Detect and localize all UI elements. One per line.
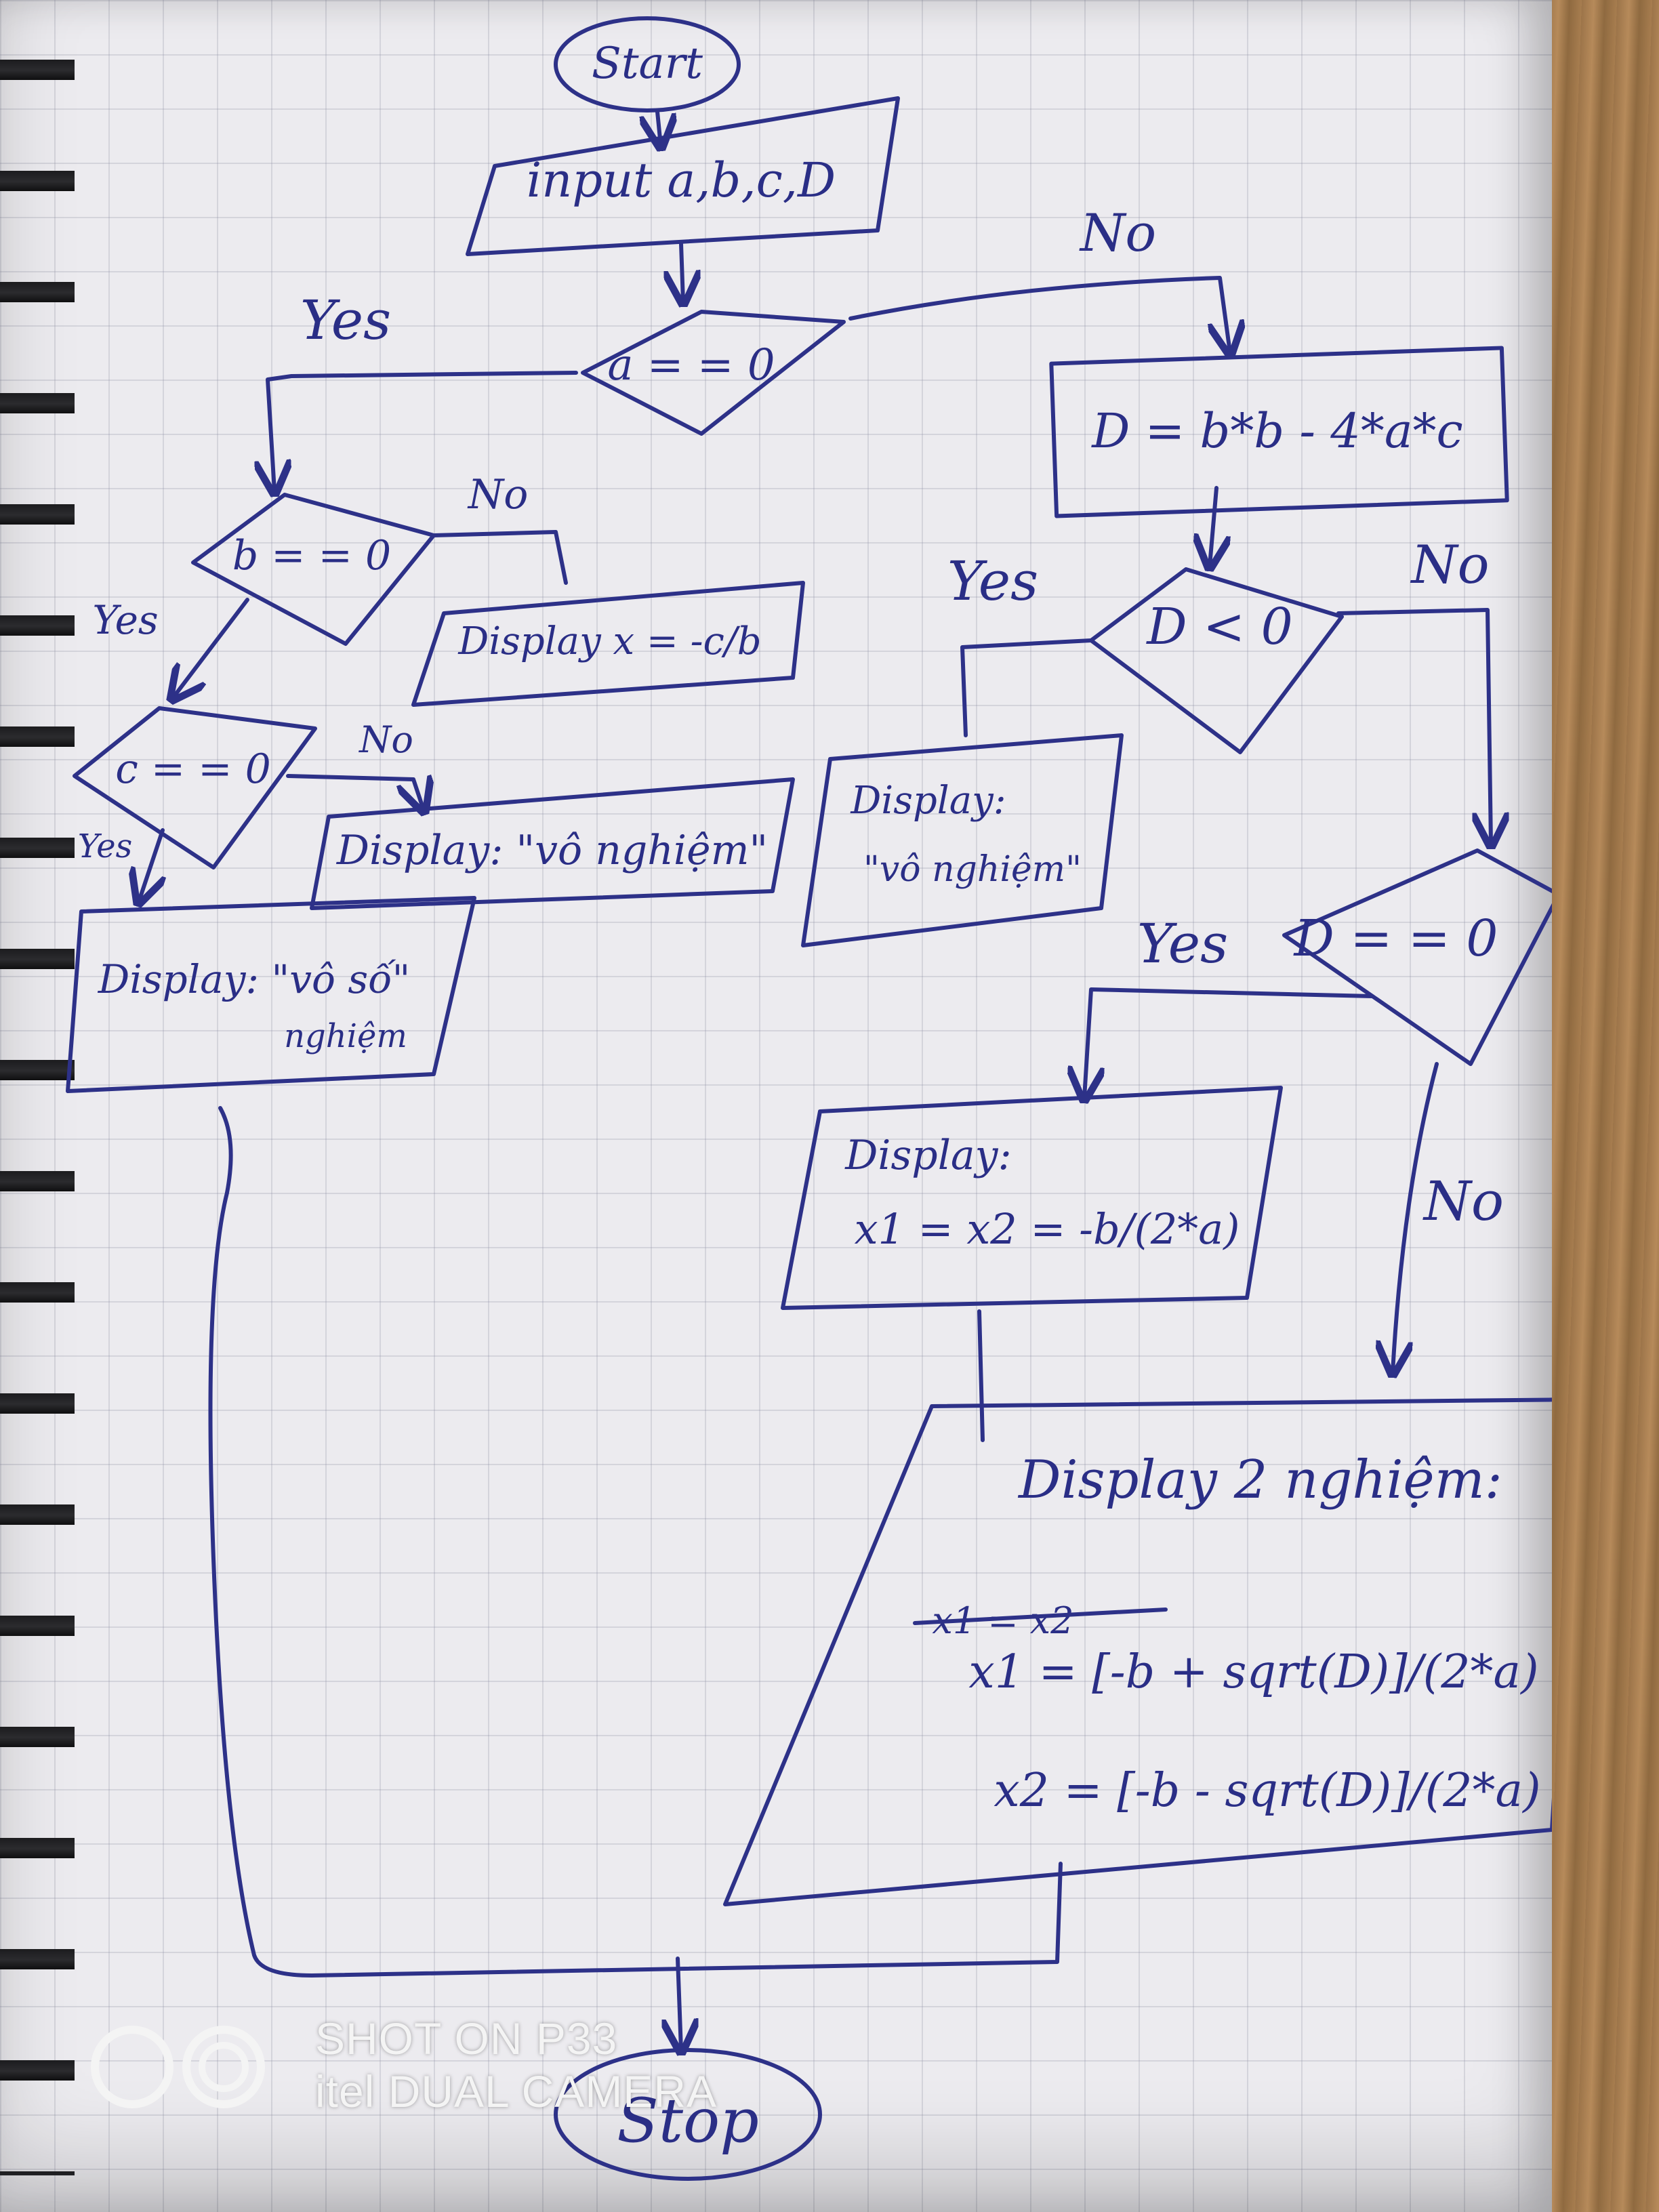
display-double-line1: Display: bbox=[844, 1132, 1012, 1179]
line-double-to-two bbox=[977, 1309, 985, 1442]
watermark-line2: itel DUAL CAMERA bbox=[315, 2066, 718, 2116]
display-vo-nghiem-right bbox=[801, 733, 1124, 947]
start-terminal bbox=[554, 16, 741, 112]
stop-label: Stop bbox=[617, 2085, 759, 2156]
display-x-label: Display x = -c/b bbox=[457, 619, 761, 663]
line-dneg-no bbox=[1336, 608, 1491, 844]
spiral-binding bbox=[0, 41, 75, 2175]
display-vo-so-nghiem bbox=[66, 896, 476, 1093]
display-vo-so-line1: Display: "vô số" bbox=[98, 956, 411, 1002]
display-vo-so-line2: nghiệm bbox=[284, 1017, 407, 1055]
cond-dneg-label: D < 0 bbox=[1145, 598, 1292, 656]
display-vo-nghiem-left-label: Display: "vô nghiệm" bbox=[336, 827, 768, 874]
line-b-no bbox=[432, 530, 568, 585]
flowchart-diagram: Start input a,b,c,D a = = 0 D = b*b - 4*… bbox=[66, 16, 1552, 2181]
watermark-line1: SHOT ON P33 bbox=[315, 2013, 618, 2064]
cond-b-label: b = = 0 bbox=[232, 532, 391, 579]
label-dzero-no: No bbox=[1422, 1170, 1504, 1233]
line-a-yes bbox=[268, 371, 578, 491]
display-two-title: Display 2 nghiệm: bbox=[1017, 1450, 1502, 1511]
label-c-no: No bbox=[358, 718, 413, 761]
cond-a-label: a = = 0 bbox=[607, 340, 775, 390]
cond-c-label: c = = 0 bbox=[115, 745, 271, 793]
display-two-x2: x2 = [-b - sqrt(D)]/(2*a) bbox=[994, 1764, 1540, 1818]
decision-c-zero bbox=[73, 706, 317, 869]
display-x-parallelogram bbox=[411, 581, 805, 707]
label-dneg-no: No bbox=[1410, 535, 1489, 596]
decision-d-negative bbox=[1089, 567, 1344, 754]
label-b-no: No bbox=[467, 471, 529, 518]
display-vo-nghiem-right-line2: "vô nghiệm" bbox=[863, 849, 1082, 890]
label-dzero-yes: Yes bbox=[1137, 912, 1228, 975]
arrow-d-compute-cond bbox=[1210, 486, 1216, 566]
line-left-return bbox=[208, 1106, 1063, 1978]
line-c-no bbox=[286, 774, 424, 810]
strike-through-line bbox=[913, 1607, 1168, 1625]
label-a-no: No bbox=[1079, 203, 1156, 263]
display-vo-nghiem-right-line1: Display: bbox=[850, 779, 1006, 823]
display-double-root bbox=[781, 1086, 1283, 1310]
start-label: Start bbox=[592, 39, 703, 89]
line-a-no bbox=[848, 276, 1230, 352]
arrow-start-input bbox=[657, 110, 661, 146]
decision-a-zero bbox=[581, 310, 846, 436]
camera-watermark: SHOT ON P33 itel DUAL CAMERA bbox=[88, 2006, 834, 2121]
line-dzero-yes bbox=[1084, 987, 1374, 1098]
display-two-x1: x1 = [-b + sqrt(D)]/(2*a) bbox=[968, 1645, 1538, 1699]
display-vo-nghiem-left bbox=[310, 777, 795, 910]
display-two-roots bbox=[723, 1397, 1552, 1906]
label-b-yes: Yes bbox=[92, 597, 158, 643]
input-label: input a,b,c,D bbox=[527, 152, 836, 208]
label-c-yes: Yes bbox=[78, 827, 133, 865]
display-double-line2: x1 = x2 = -b/(2*a) bbox=[855, 1204, 1240, 1254]
line-b-yes bbox=[173, 598, 249, 698]
dual-camera-logo-icon bbox=[91, 2026, 265, 2108]
input-parallelogram bbox=[466, 96, 900, 256]
line-dneg-yes bbox=[960, 638, 1093, 737]
compute-d-label: D = b*b - 4*a*c bbox=[1090, 403, 1463, 459]
label-a-yes: Yes bbox=[300, 289, 391, 352]
line-dzero-no bbox=[1393, 1062, 1439, 1372]
label-dneg-yes: Yes bbox=[947, 550, 1038, 613]
decision-d-zero bbox=[1282, 848, 1552, 1066]
line-c-yes bbox=[139, 828, 163, 901]
arrow-to-stop bbox=[678, 1957, 681, 2050]
process-compute-d bbox=[1049, 346, 1509, 518]
cond-dzero-label: D = = 0 bbox=[1293, 909, 1498, 968]
arrow-input-cond-a bbox=[681, 242, 683, 302]
notebook-page bbox=[0, 0, 1552, 2212]
